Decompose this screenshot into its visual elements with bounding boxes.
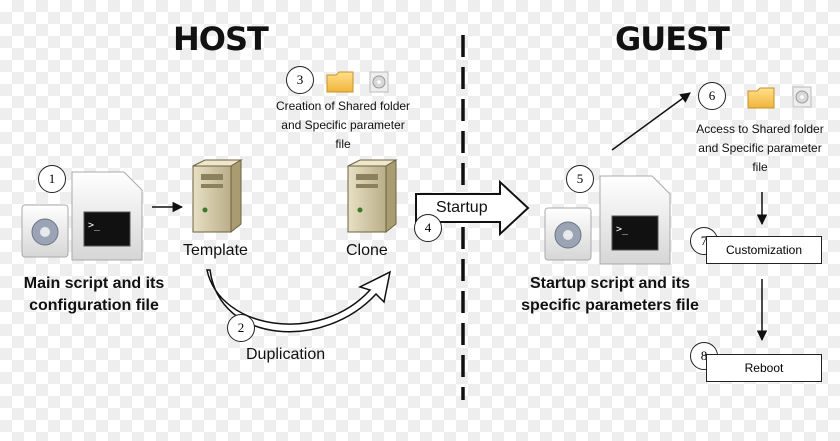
guest-title: GUEST [615, 20, 730, 58]
duplication-label: Duplication [246, 346, 326, 363]
to-shared-folder-arrow [611, 92, 691, 151]
cd-icon [369, 71, 389, 93]
gear-icon [21, 204, 69, 258]
svg-text:>_: >_ [88, 220, 101, 231]
customization-box: Customization [706, 236, 822, 264]
terminal-icon: >_ [71, 171, 143, 261]
folder-icon [747, 87, 775, 109]
template-label: Template [183, 242, 248, 259]
server-icon [192, 159, 243, 234]
step-2-marker: 2 [227, 314, 255, 342]
startup-script-caption: Startup script and its specific paramete… [521, 275, 699, 314]
reboot-box: Reboot [706, 354, 822, 382]
step-1-marker: 1 [38, 165, 66, 193]
startup-label: Startup [436, 199, 488, 216]
folder-icon [326, 71, 354, 93]
cd-icon [792, 86, 812, 108]
shared-folder-guest-caption: Access to Shared folder and Specific par… [696, 122, 824, 174]
step-5-marker: 5 [566, 165, 594, 193]
svg-text:>_: >_ [616, 224, 629, 235]
shared-folder-host-caption: Creation of Shared folder and Specific p… [275, 99, 411, 151]
server-icon [347, 159, 398, 234]
gear-icon [544, 207, 592, 261]
terminal-icon: >_ [599, 175, 671, 265]
step-4-marker: 4 [414, 214, 442, 242]
step-6-marker: 6 [698, 82, 726, 110]
step-3-marker: 3 [286, 66, 314, 94]
main-script-caption: Main script and its configuration file [23, 275, 165, 314]
host-title: HOST [173, 20, 269, 58]
clone-label: Clone [346, 242, 388, 259]
